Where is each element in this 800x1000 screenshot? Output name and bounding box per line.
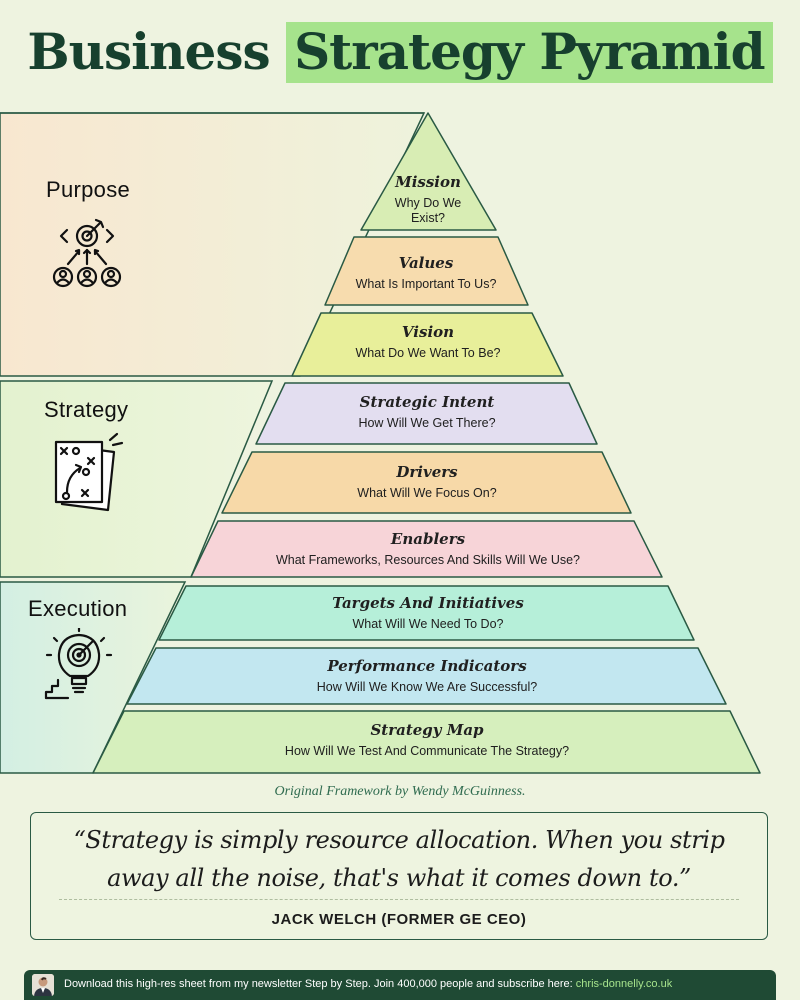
layer-shape-enablers [190,520,663,578]
layer-shape-strategic-intent [255,382,598,445]
target-people-icon [52,218,122,288]
playbook-icon [54,432,124,512]
title-part-1: Business [27,22,270,81]
layer-heading-mission: Mission [395,173,461,191]
layer-shape-performance [126,647,727,705]
framework-credit: Original Framework by Wendy McGuinness. [274,784,526,799]
layer-heading-strategy-map: Strategy Map [370,721,484,739]
layer-heading-strategic-intent: Strategic Intent [359,393,495,411]
quote-divider [59,899,739,900]
quote-box: “Strategy is simply resource allocation.… [30,812,768,940]
layer-subtitle-targets: What Will We Need To Do? [352,617,504,631]
layer-subtitle-mission: Why Do We [394,196,462,210]
lightbulb-target-icon [44,628,113,700]
section-label-execution: Execution [28,596,128,621]
footer-message: Download this high-res sheet from my new… [64,978,576,990]
layer-subtitle-performance: How Will We Know We Are Successful? [316,680,538,694]
layer-heading-values: Values [398,254,454,272]
layer-shape-mission [360,112,497,231]
layer-subtitle-strategy-map: How Will We Test And Communicate The Str… [284,744,570,758]
layer-subtitle-values: What Is Important To Us? [355,277,497,291]
footer-link[interactable]: chris-donnelly.co.uk [575,978,673,990]
layer-heading-drivers: Drivers [396,463,458,481]
layer-subtitle-mission-2: Exist? [410,211,446,225]
layer-subtitle-drivers: What Will We Focus On? [357,486,497,500]
layer-shape-strategy-map [92,710,761,774]
page-title: Business Strategy Pyramid [0,22,800,83]
title-highlight: Strategy Pyramid [286,22,773,83]
layer-shape-targets [158,585,695,641]
section-label-purpose: Purpose [46,177,131,202]
section-label-strategy: Strategy [44,397,129,422]
layer-subtitle-strategic-intent: How Will We Get There? [358,416,496,430]
quote-author: JACK WELCH (FORMER GE CEO) [271,911,527,928]
footer-bar: Download this high-res sheet from my new… [24,970,776,1000]
quote-text: “Strategy is simply resource allocation.… [41,821,757,897]
layer-heading-vision: Vision [401,323,455,341]
layer-shape-vision [291,312,564,377]
layer-subtitle-vision: What Do We Want To Be? [355,346,501,360]
layer-subtitle-enablers: What Frameworks, Resources And Skills Wi… [275,553,581,567]
footer-text: Download this high-res sheet from my new… [64,978,774,990]
layer-heading-performance: Performance Indicators [327,657,527,675]
layer-shape-drivers [221,451,632,514]
layer-heading-targets: Targets And Initiatives [332,594,524,612]
layer-shape-values [324,236,529,306]
avatar [32,974,54,996]
quote-line-1: “Strategy is simply resource allocation.… [73,826,725,854]
quote-line-2: away all the noise, that's what it comes… [107,864,691,892]
layer-heading-enablers: Enablers [390,530,466,548]
